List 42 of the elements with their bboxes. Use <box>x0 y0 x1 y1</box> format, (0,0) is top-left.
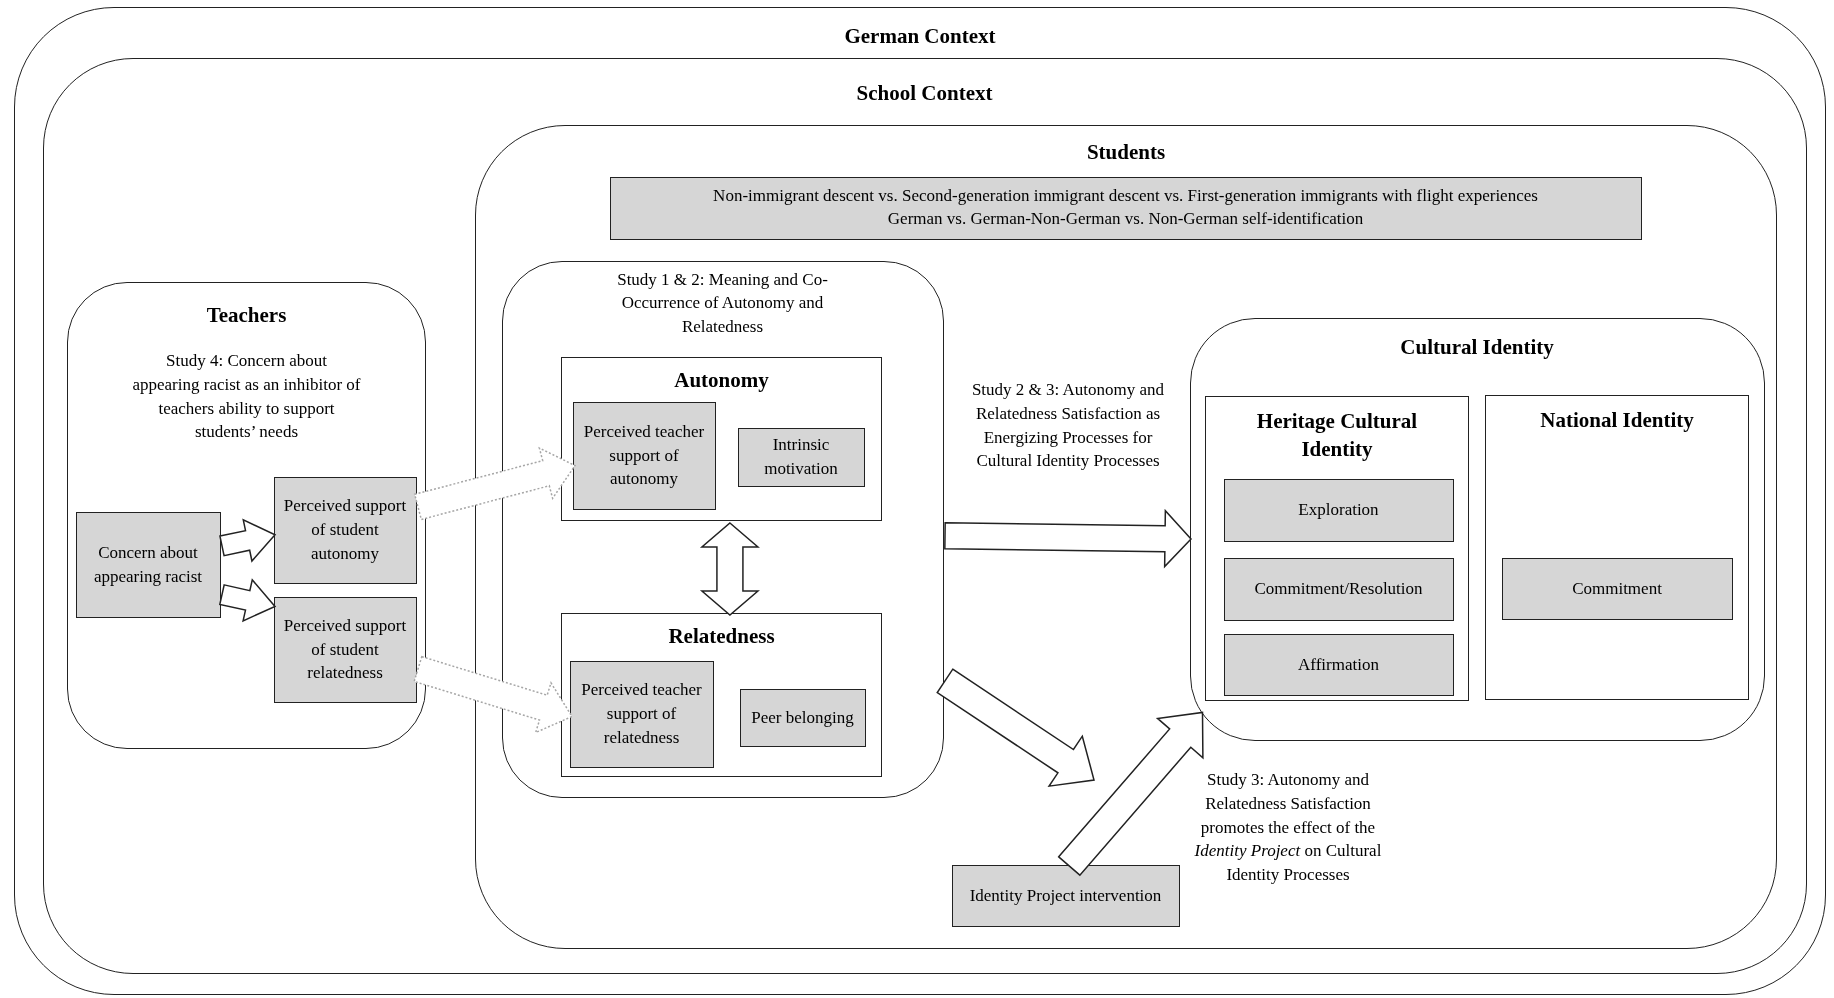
variable-box: Commitment/Resolution <box>1223 557 1454 621</box>
panel-heading: National Identity <box>1540 407 1694 434</box>
category-box <box>561 357 882 521</box>
variable-box: Perceived support of student autonomy <box>273 476 417 584</box>
category-box <box>1205 396 1469 701</box>
banner-text: German vs. German-Non-German vs. Non-German self-identification <box>887 207 1364 230</box>
variable-box: Intrinsic motivation <box>737 427 865 487</box>
info-banner <box>609 176 1642 240</box>
variable-box: Perceived teacher support of autonomy <box>572 401 716 510</box>
block-arrow <box>699 522 760 616</box>
panel-heading: Students <box>1086 139 1166 166</box>
panel-heading: Relatedness <box>668 623 775 650</box>
panel-heading: German Context <box>844 23 996 50</box>
dotted-block-arrow <box>413 446 577 521</box>
panel-heading: Autonomy <box>674 367 769 394</box>
panel-heading: Teachers <box>206 302 287 329</box>
panel-heading: Heritage Cultural Identity <box>1255 408 1419 464</box>
category-box <box>1485 395 1749 700</box>
variable-box: Perceived support of student relatedness <box>273 596 417 703</box>
block-arrow <box>219 518 277 563</box>
study-description: Study 4: Concern about appearing racist as an inhibitor of teachers ability to support students’ needs <box>131 350 362 444</box>
group-panel <box>1189 317 1765 741</box>
dotted-block-arrow <box>413 655 574 734</box>
block-arrow <box>218 578 277 623</box>
group-panel <box>501 260 944 798</box>
study-description: Study 1 & 2: Meaning and Co-Occurrence of Autonomy and Relatedness <box>616 268 829 339</box>
group-panel <box>67 282 426 749</box>
panel-heading: Cultural Identity <box>1400 333 1554 361</box>
group-panel <box>475 125 1777 949</box>
banner-text: Non-immigrant descent vs. Second-generation immigrant descent vs. First-generation immigrants with flight experiences <box>713 184 1538 207</box>
variable-box: Perceived teacher support of relatedness <box>569 660 714 768</box>
variable-box: Exploration <box>1223 478 1454 542</box>
variable-box: Affirmation <box>1223 633 1454 696</box>
block-arrow <box>944 508 1193 569</box>
category-box <box>561 613 882 777</box>
block-arrow <box>1057 711 1204 877</box>
panel-heading: School Context <box>856 79 993 107</box>
block-arrow <box>936 668 1095 788</box>
variable-box: Commitment <box>1501 557 1733 620</box>
variable-box: Concern about appearing racist <box>75 511 221 618</box>
variable-box: Peer belonging <box>739 688 866 747</box>
variable-box: Identity Project intervention <box>951 864 1180 927</box>
